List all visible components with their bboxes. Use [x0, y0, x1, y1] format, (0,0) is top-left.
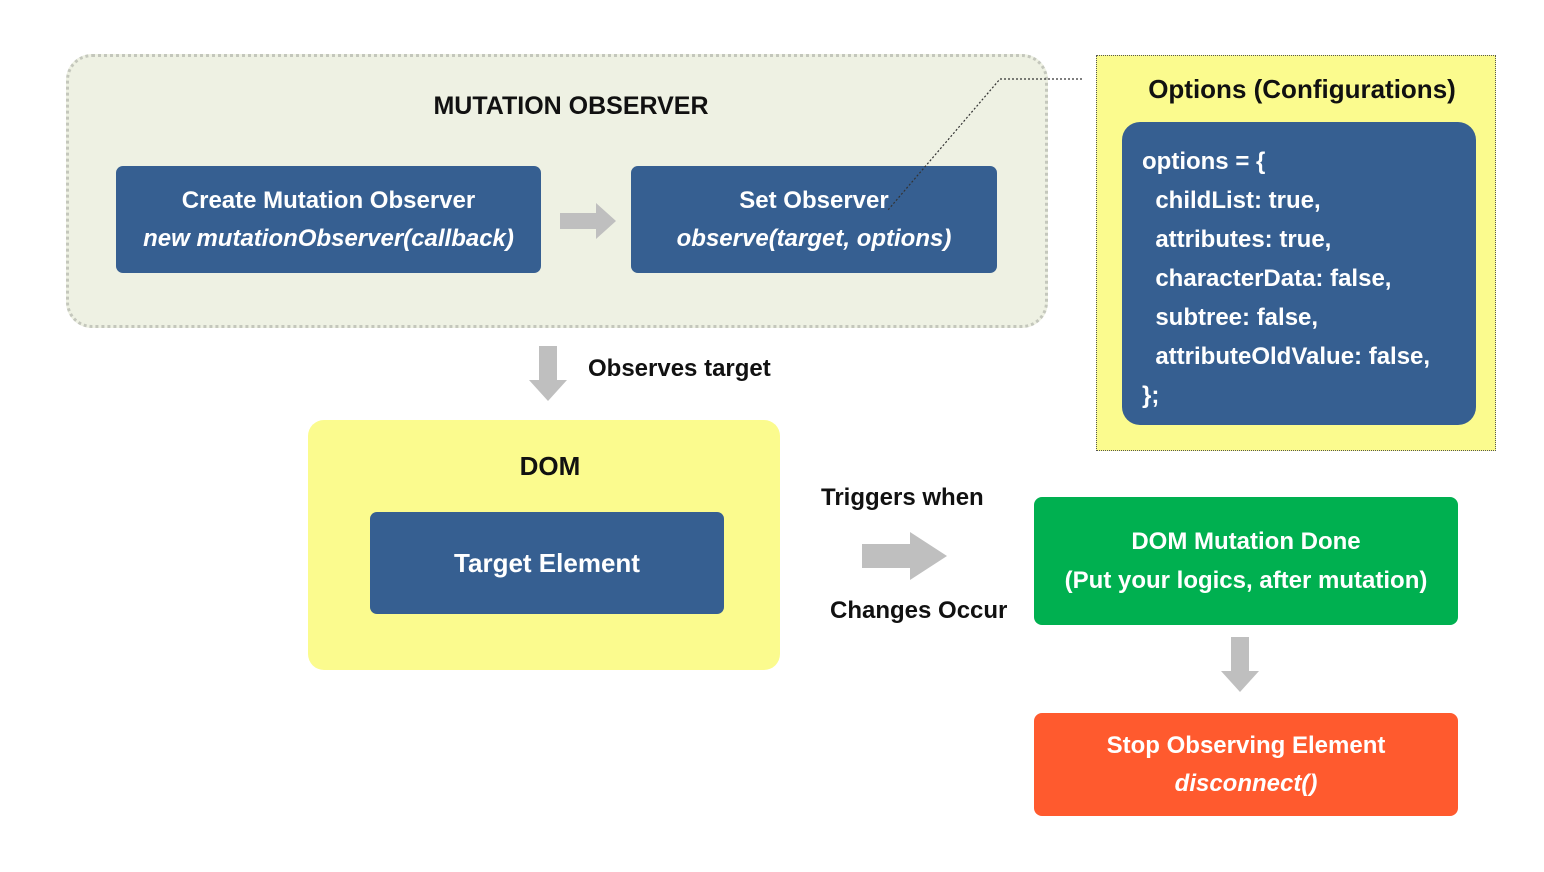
stop-observing-box: Stop Observing Element disconnect()	[1034, 713, 1458, 816]
target-element-label: Target Element	[454, 548, 640, 578]
set-observer-label: Set Observer	[739, 186, 889, 214]
options-code-block: options = { childList: true, attributes:…	[1122, 122, 1476, 425]
mutation-observer-title: MUTATION OBSERVER	[433, 92, 709, 120]
set-observer-box: Set Observer observe(target, options)	[631, 166, 997, 273]
arrow-down-icon	[529, 346, 567, 401]
code-line: childList: true,	[1142, 187, 1321, 214]
arrow-right-icon	[560, 203, 616, 239]
arrow-down-icon	[1221, 637, 1259, 692]
create-observer-code: new mutationObserver(callback)	[143, 224, 514, 252]
disconnect-code: disconnect()	[1174, 769, 1318, 797]
target-element-box: Target Element	[370, 512, 724, 614]
code-line: options = {	[1142, 148, 1266, 175]
observes-target-label: Observes target	[588, 355, 771, 382]
options-connector-line	[887, 78, 1082, 211]
code-line: attributeOldValue: false,	[1142, 343, 1431, 370]
changes-occur-label: Changes Occur	[830, 597, 1008, 624]
set-observer-code: observe(target, options)	[676, 224, 952, 252]
code-line: attributes: true,	[1142, 226, 1332, 253]
code-line: characterData: false,	[1142, 265, 1392, 292]
options-title: Options (Configurations)	[1148, 74, 1456, 104]
mutation-done-box: DOM Mutation Done (Put your logics, afte…	[1034, 497, 1458, 625]
create-observer-label: Create Mutation Observer	[181, 186, 476, 214]
dom-title: DOM	[519, 451, 581, 481]
code-line: };	[1142, 382, 1160, 409]
triggers-when-label: Triggers when	[821, 484, 984, 511]
mutation-done-label: DOM Mutation Done	[1131, 528, 1361, 555]
create-observer-box: Create Mutation Observer new mutationObs…	[116, 166, 541, 273]
mutation-done-note: (Put your logics, after mutation)	[1064, 567, 1428, 594]
arrow-right-icon	[862, 532, 947, 580]
stop-observing-label: Stop Observing Element	[1106, 731, 1386, 759]
code-line: subtree: false,	[1142, 304, 1319, 331]
